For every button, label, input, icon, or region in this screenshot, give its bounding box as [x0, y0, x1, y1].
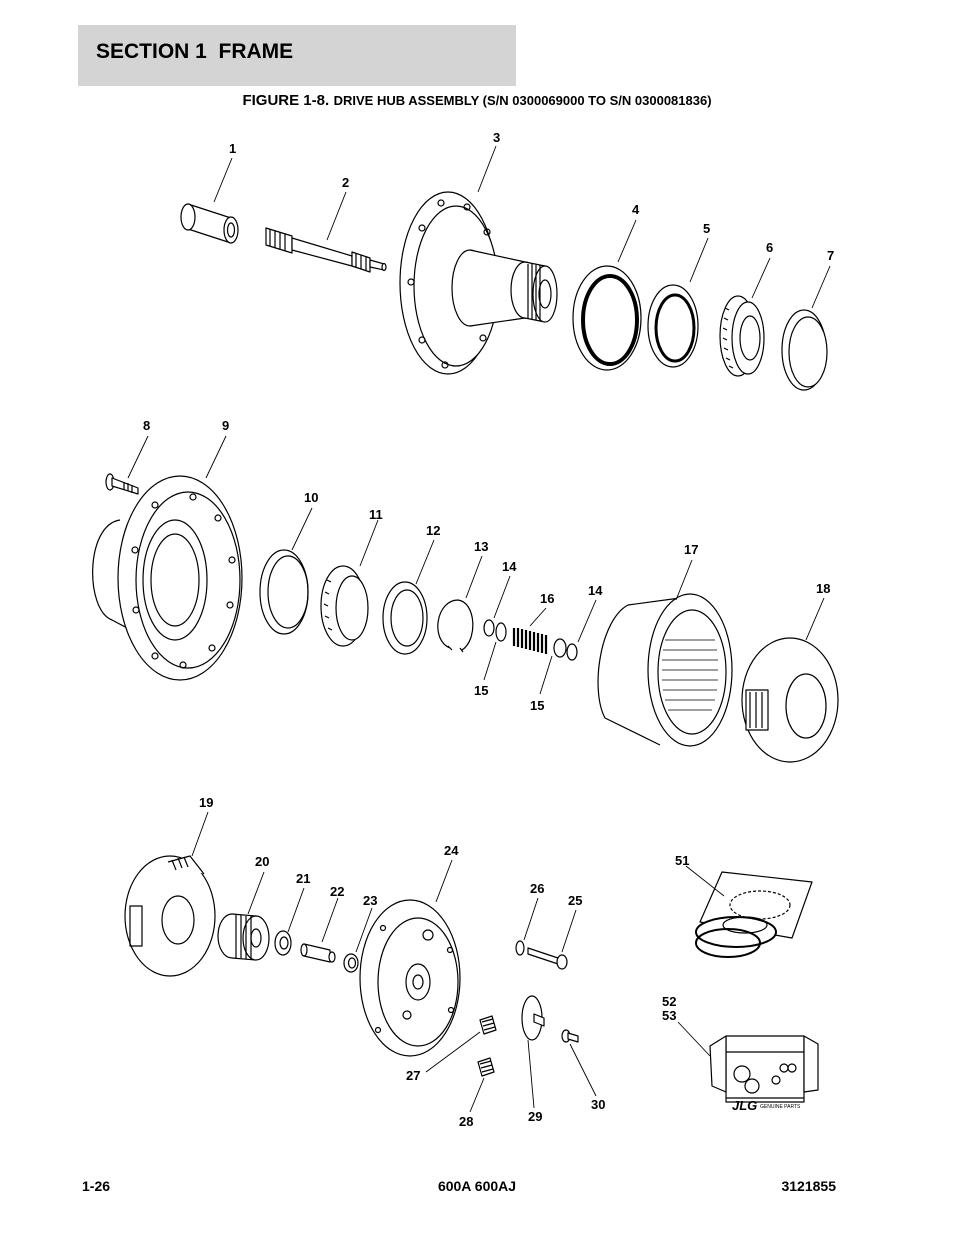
part-27-28-plugs [477, 1015, 497, 1077]
part-19-carrier [124, 855, 216, 977]
callout-20: 20 [255, 854, 269, 869]
callout-14b: 14 [588, 583, 603, 598]
part-22-pin [300, 943, 336, 963]
callout-4: 4 [632, 202, 640, 217]
callout-28: 28 [459, 1114, 473, 1129]
callout-25: 25 [568, 893, 582, 908]
callout-11: 11 [369, 507, 383, 522]
callout-29: 29 [528, 1109, 542, 1124]
callout-14a: 14 [502, 559, 517, 574]
part-16-spring [512, 628, 548, 654]
callout-2: 2 [342, 175, 349, 190]
part-14-15-washers [483, 619, 578, 661]
section-title: SECTION 1 FRAME [96, 40, 294, 63]
part-6-bearing [719, 295, 765, 377]
callout-26: 26 [530, 881, 544, 896]
kit-brand-sub: GENUINE PARTS [760, 1104, 801, 1110]
callout-16: 16 [540, 591, 554, 606]
callout-51: 51 [675, 853, 689, 868]
part-23-washer [343, 953, 359, 973]
part-9-hub [92, 475, 243, 681]
figure-description: DRIVE HUB ASSEMBLY (S/N 0300069000 TO S/… [333, 93, 712, 108]
callout-23: 23 [363, 893, 377, 908]
part-30-bolt [561, 1029, 579, 1043]
part-17-ring-gear [597, 593, 733, 747]
part-18-carrier [741, 637, 839, 763]
callout-6: 6 [766, 240, 773, 255]
callout-53: 53 [662, 1008, 676, 1023]
part-11-bearing [320, 565, 369, 647]
callout-10: 10 [304, 490, 318, 505]
part-29-cap [521, 995, 545, 1041]
page-number: 1-26 [82, 1178, 111, 1194]
document-number: 3121855 [781, 1178, 836, 1194]
callout-15b: 15 [530, 698, 544, 713]
section-header: SECTION 1 FRAME [78, 25, 516, 86]
callout-22: 22 [330, 884, 344, 899]
part-12-washer [382, 581, 428, 655]
callout-9: 9 [222, 418, 229, 433]
callout-labels: 1 2 3 4 5 6 7 8 9 10 11 12 13 14 14 15 1… [143, 130, 834, 1129]
part-52-53-kit-box [709, 1035, 819, 1103]
callout-8: 8 [143, 418, 150, 433]
figure-number: FIGURE 1-8. [242, 92, 330, 109]
callout-19: 19 [199, 795, 213, 810]
part-1-sleeve [180, 203, 239, 244]
part-10-cup [259, 549, 309, 635]
callout-1: 1 [229, 141, 236, 156]
part-2-shaft [265, 227, 387, 273]
callout-15a: 15 [474, 683, 488, 698]
callout-30: 30 [591, 1097, 605, 1112]
part-4-seal [572, 265, 642, 371]
leader-lines [127, 145, 831, 1113]
kit-brand-logo: JLG [732, 1098, 757, 1113]
part-5-ring [647, 284, 699, 368]
part-20-gear [217, 913, 270, 961]
callout-18: 18 [816, 581, 830, 596]
part-51-seal-kit [695, 871, 813, 958]
callout-24: 24 [444, 843, 459, 858]
callout-7: 7 [827, 248, 834, 263]
part-3-spindle [399, 191, 558, 375]
callout-13: 13 [474, 539, 488, 554]
part-8-stud [105, 473, 139, 495]
figure-title: FIGURE 1-8. DRIVE HUB ASSEMBLY (S/N 0300… [0, 92, 954, 110]
callout-3: 3 [493, 130, 500, 145]
model-name: 600A 600AJ [437, 1178, 517, 1194]
part-7-cup [781, 309, 828, 391]
callout-12: 12 [426, 523, 440, 538]
callout-5: 5 [703, 221, 710, 236]
part-21-washer [274, 930, 292, 956]
callout-52: 52 [662, 994, 676, 1009]
part-25-26-bolt-washer [515, 940, 568, 970]
callout-17: 17 [684, 542, 698, 557]
callout-27: 27 [406, 1068, 420, 1083]
part-24-cover [359, 899, 461, 1057]
callout-21: 21 [296, 871, 310, 886]
part-13-retaining-ring [437, 599, 474, 653]
